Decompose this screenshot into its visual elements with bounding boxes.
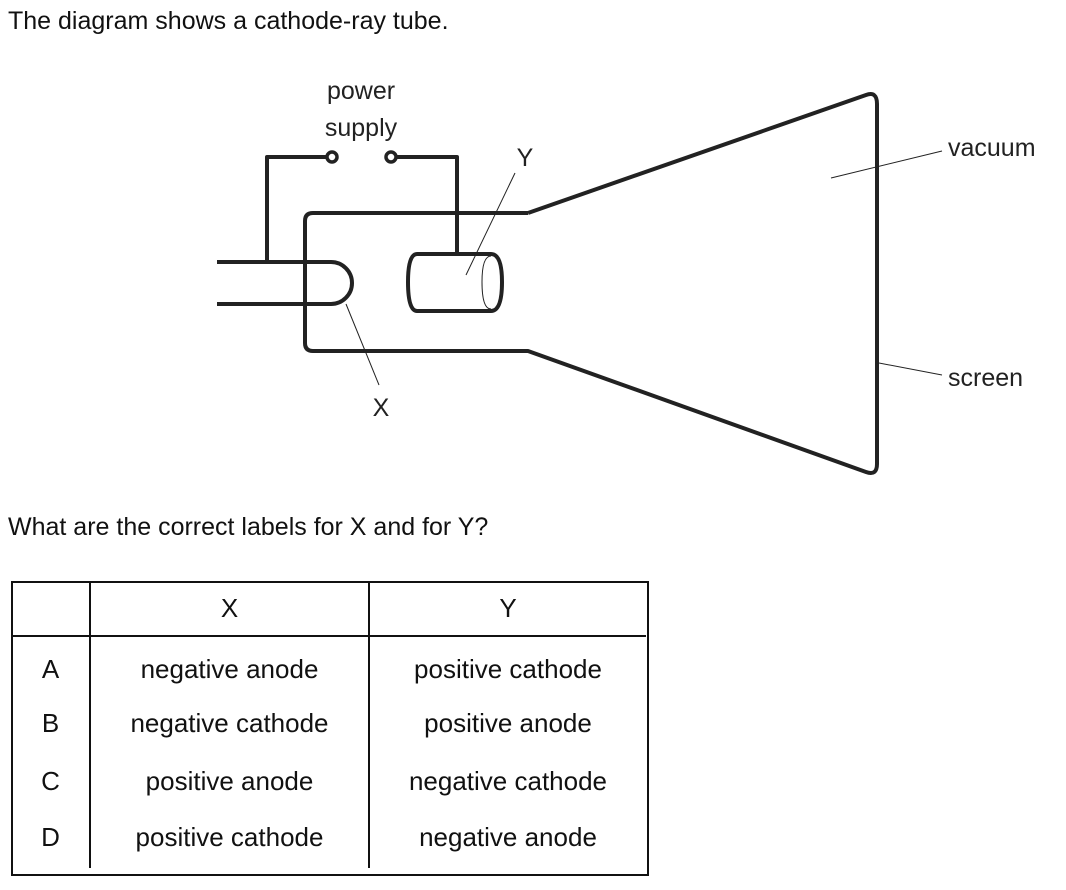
option-x-value: negative cathode [90, 694, 370, 752]
cathode-electrode [217, 260, 354, 306]
wire-to-anode [396, 155, 459, 254]
anode-cylinder-rim [481, 255, 492, 310]
table-header-row: X Y [12, 582, 646, 637]
option-y-value: negative cathode [408, 765, 608, 796]
option-row-c[interactable]: C positive anode negative cathode [12, 752, 646, 810]
leader-line-x [345, 303, 380, 386]
option-y-value: negative anode [419, 821, 597, 852]
power-terminal-right [384, 150, 398, 164]
option-y-value: positive cathode [414, 654, 602, 684]
label-y: Y [517, 144, 534, 172]
option-key: D [12, 810, 91, 868]
leader-line-screen [878, 362, 943, 376]
question-text: What are the correct labels for X and fo… [8, 513, 489, 541]
wire-to-cathode [265, 155, 327, 262]
option-x-value: positive anode [90, 752, 370, 810]
option-key: C [12, 752, 91, 810]
label-screen: screen [948, 364, 1023, 392]
tube-envelope [303, 92, 879, 475]
header-x: X [90, 582, 370, 637]
label-supply: supply [325, 114, 398, 142]
option-key: A [12, 636, 91, 694]
header-y: Y [369, 582, 646, 637]
answer-options-table: X Y A negative anode positive cathode B … [12, 582, 646, 868]
label-vacuum: vacuum [948, 134, 1036, 162]
anode-cylinder [406, 252, 504, 313]
option-row-b[interactable]: B negative cathode positive anode [12, 694, 646, 752]
option-key: B [12, 694, 91, 752]
header-key [12, 582, 91, 637]
option-y-value: positive anode [424, 707, 592, 738]
option-x-value: positive cathode [90, 810, 370, 868]
option-row-a[interactable]: A negative anode positive cathode [12, 636, 646, 694]
option-x-value: negative anode [90, 636, 370, 694]
intro-text: The diagram shows a cathode-ray tube. [8, 7, 449, 35]
leader-line-vacuum [830, 150, 943, 179]
label-power: power [327, 77, 395, 105]
power-terminal-left [325, 150, 339, 164]
leader-line-y [465, 172, 516, 276]
cathode-ray-tube-diagram: power supply Y X vacuum screen [217, 77, 1036, 475]
option-row-d[interactable]: D positive cathode negative anode [12, 810, 646, 868]
label-x: X [373, 394, 390, 422]
